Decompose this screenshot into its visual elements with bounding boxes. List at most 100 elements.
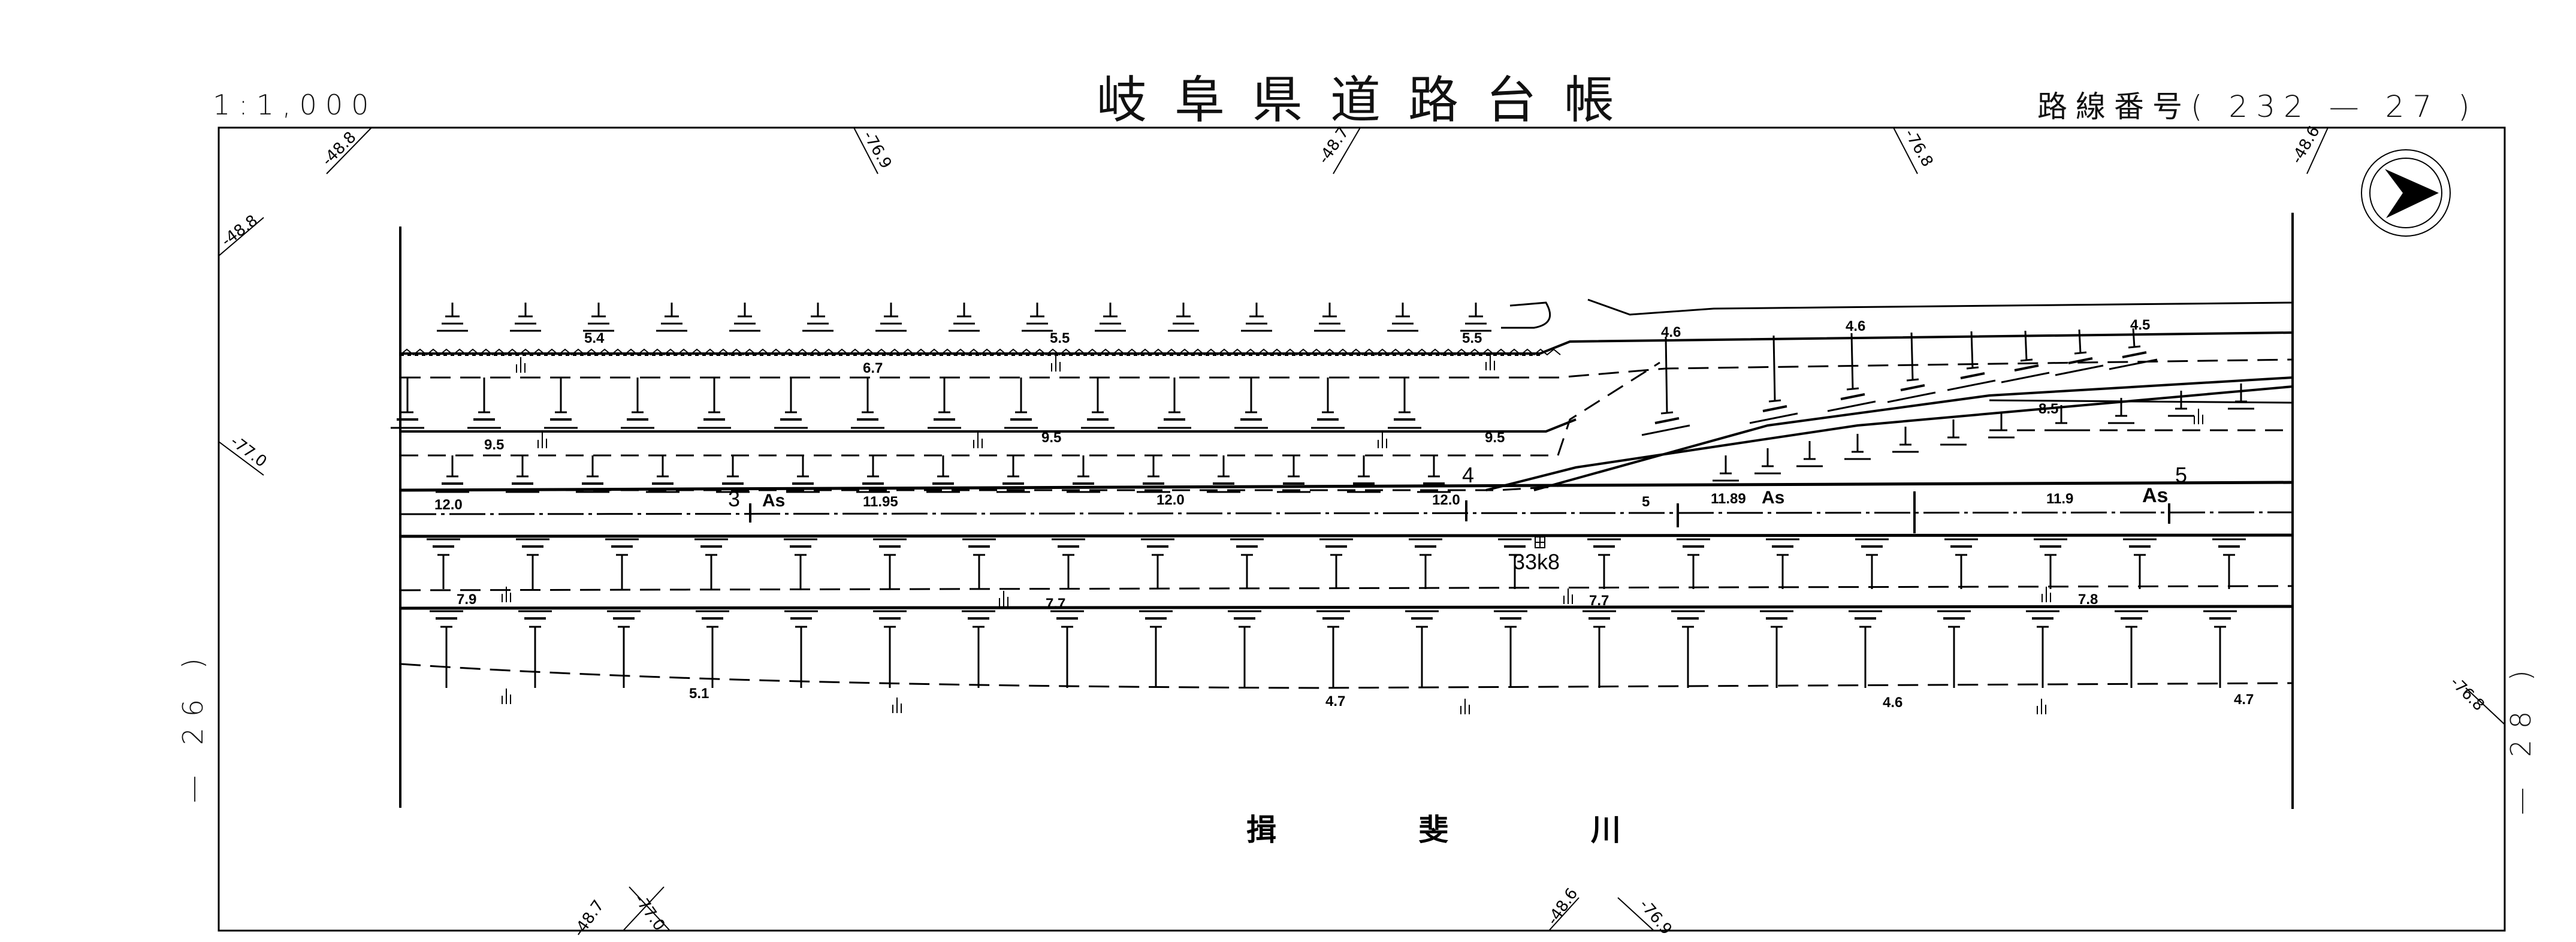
elevation-label: 11.89	[1711, 491, 1746, 507]
slope-marks-row-top	[437, 303, 1491, 332]
slope-marks-ramp	[1641, 328, 2254, 482]
slope-mark	[576, 455, 609, 493]
slope-mark	[544, 378, 578, 429]
slope-mark	[875, 303, 907, 332]
slope-mark	[1168, 303, 1199, 332]
slope-mark	[583, 303, 614, 332]
slope-mark	[2108, 398, 2134, 424]
route-number: 路線番号( 232 — 27 )	[2037, 83, 2478, 126]
slope-mark	[2055, 329, 2104, 376]
coord-top-2: -76.9	[859, 128, 895, 172]
slope-mark	[1095, 303, 1126, 332]
slope-mark	[1587, 538, 1621, 589]
elevation-label: 12.0	[1156, 492, 1185, 508]
slope-mark	[516, 538, 549, 589]
slope-mark	[928, 378, 961, 429]
elevation-label: 7.7	[1046, 596, 1065, 612]
slope-mark	[1827, 333, 1876, 412]
coord-bottom-2: -77.0	[630, 891, 668, 934]
grass-symbol-icon	[502, 689, 511, 704]
slope-marks-band-2	[436, 455, 1451, 493]
slope-mark	[1311, 378, 1345, 429]
slope-mark	[1314, 303, 1345, 332]
slope-mark	[2123, 538, 2157, 589]
slope-mark	[1081, 378, 1115, 429]
slope-mark	[694, 538, 728, 589]
slope-mark	[696, 610, 729, 688]
coord-bottom-3: -48.6	[1544, 885, 1581, 928]
slope-mark	[1141, 538, 1174, 589]
elevation-label: 5.5	[1462, 330, 1482, 346]
slope-mark	[1766, 538, 1799, 589]
elevation-label: 11.9	[2046, 491, 2073, 507]
coord-top-4: -76.8	[1901, 126, 1937, 170]
slope-mark	[729, 303, 760, 332]
slope-mark	[1417, 455, 1451, 493]
section-number-3: 3	[728, 487, 740, 511]
slope-mark	[605, 538, 639, 589]
elevation-label: 4.7	[1325, 693, 1345, 709]
elevation-label: 4.6	[1661, 324, 1681, 340]
slope-mark	[949, 303, 980, 332]
slope-mark	[1944, 538, 1978, 589]
grass-symbol-icon	[1378, 433, 1387, 448]
elevation-label: 7.7	[1589, 593, 1609, 609]
pavement-type-label: As	[762, 491, 785, 511]
slope-mark	[1387, 303, 1418, 332]
elevation-label: 5.1	[689, 686, 709, 702]
field-symbol-icon	[1535, 536, 1545, 548]
slope-mark	[1583, 610, 1616, 688]
km-post-label: 33k8	[1513, 550, 1560, 574]
slope-mark	[1347, 455, 1381, 493]
slope-mark	[1207, 455, 1240, 493]
slope-mark	[2034, 538, 2067, 589]
station-ticks	[749, 491, 2170, 533]
elevation-label: 6.7	[863, 360, 883, 376]
coord-top-1: -48.8	[319, 128, 360, 170]
grass-symbol-icon	[973, 433, 983, 448]
page-title: 岐阜県道路台帳	[1097, 71, 1642, 129]
slope-mark	[1849, 610, 1882, 688]
coord-right-1: -76.8	[2447, 674, 2488, 715]
grass-symbol-icon	[2037, 699, 2046, 714]
slope-mark	[802, 303, 833, 332]
slope-mark	[2203, 610, 2237, 688]
slope-mark	[1671, 610, 1705, 688]
slope-marks-band-1	[391, 378, 1421, 429]
section-number-5: 5	[2175, 463, 2187, 487]
slope-mark	[1988, 412, 2015, 439]
slope-mark	[996, 455, 1030, 493]
slope-mark	[506, 455, 539, 493]
slope-mark	[510, 303, 541, 332]
grass-symbol-icon	[516, 357, 526, 373]
slope-mark	[621, 378, 654, 429]
map-frame	[218, 126, 2506, 932]
slope-mark	[1158, 378, 1191, 429]
slope-mark	[1937, 610, 1971, 688]
slope-mark	[2048, 405, 2074, 431]
slope-mark	[1498, 538, 1532, 589]
north-arrow-icon	[2361, 149, 2451, 237]
slope-mark	[1319, 538, 1353, 589]
slope-mark	[1940, 419, 1967, 446]
slope-mark	[1230, 538, 1264, 589]
slope-mark	[2168, 391, 2194, 417]
slope-mark	[467, 378, 501, 429]
grass-symbol-icon	[537, 433, 547, 448]
slope-mark	[786, 455, 820, 493]
slope-mark	[2026, 610, 2059, 688]
slope-mark	[962, 610, 995, 688]
slope-mark	[1760, 610, 1793, 688]
slope-mark	[1754, 448, 1781, 475]
slope-mark	[1405, 610, 1439, 688]
slope-mark	[1494, 610, 1527, 688]
elevation-label: 7.9	[457, 591, 476, 608]
slope-mark	[1855, 538, 1889, 589]
elevation-label: 5.5	[1050, 330, 1070, 346]
elevation-label: 11.95	[863, 494, 898, 510]
slope-mark	[1947, 331, 1996, 391]
slope-mark	[774, 378, 808, 429]
slope-mark	[2115, 610, 2148, 688]
slope-mark	[1844, 434, 1871, 460]
road-lines	[400, 298, 2293, 689]
